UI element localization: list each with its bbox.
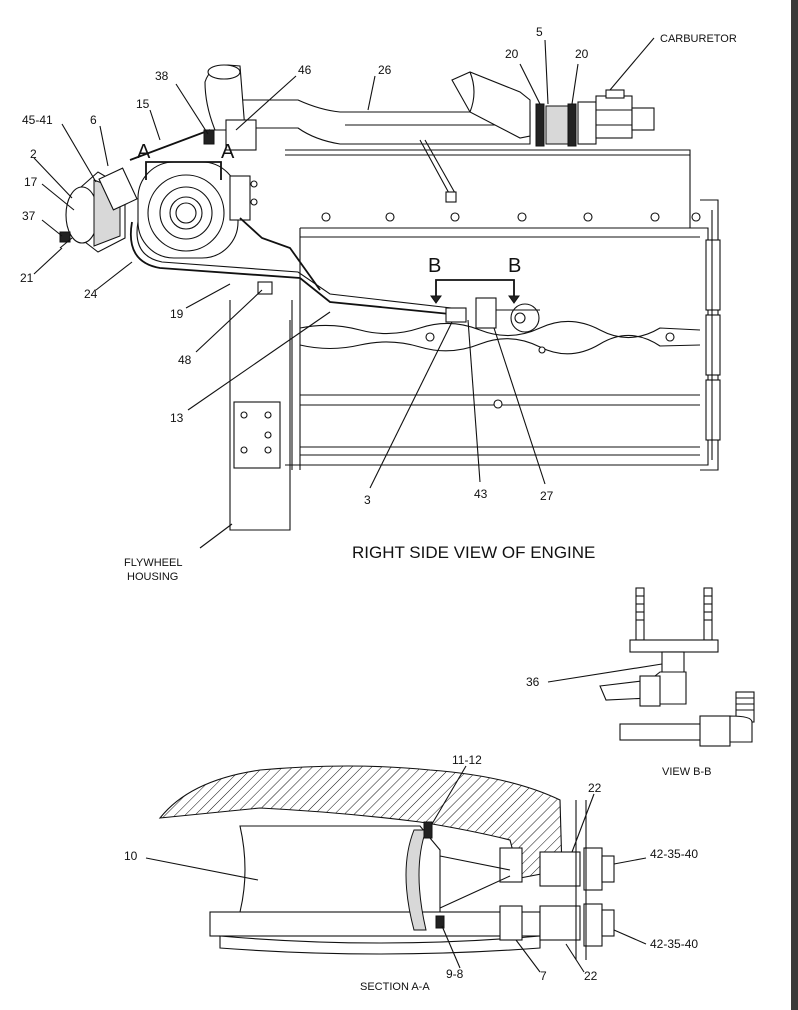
flywheel-housing-label-line1: FLYWHEEL	[124, 557, 182, 569]
callout-11-12: 11-12	[452, 753, 482, 767]
section-a-left-label: A	[137, 141, 151, 163]
flywheel-housing	[229, 281, 291, 531]
flywheel-housing-label-line2: HOUSING	[127, 571, 178, 583]
section-shaft-body	[209, 825, 541, 955]
callout-9-8: 9-8	[446, 967, 464, 981]
seal-plate	[405, 829, 427, 931]
actuator	[59, 167, 138, 253]
section-aa: 11-12 22 10 42-35-40 42-35-40 9-8 7 22 S…	[124, 753, 698, 993]
linkage-rod	[129, 129, 211, 161]
callout-13: 13	[170, 411, 184, 425]
callout-20-left: 20	[505, 47, 519, 61]
callout-43: 43	[474, 487, 488, 501]
callout-19: 19	[170, 307, 184, 321]
breather-line	[419, 139, 457, 203]
housing-section-hatch	[158, 765, 563, 879]
section-b-left-label: B	[428, 255, 441, 277]
callout-42-35-40-top: 42-35-40	[650, 847, 698, 861]
bolt-line-top	[439, 855, 511, 871]
callout-24: 24	[84, 287, 98, 301]
front-gear-cover	[700, 199, 721, 471]
callout-27: 27	[540, 489, 554, 503]
section-aa-marker: A A	[137, 141, 235, 180]
callout-48: 48	[178, 353, 192, 367]
callout-2: 2	[30, 147, 37, 161]
callout-10: 10	[124, 849, 138, 863]
governor-housing	[137, 161, 258, 259]
section-bb-marker: B B	[428, 255, 521, 304]
callout-17: 17	[24, 175, 38, 189]
section-a-right-label: A	[221, 141, 235, 163]
section-bolts	[499, 800, 615, 960]
leader-36	[547, 663, 663, 683]
callout-22-top: 22	[588, 781, 602, 795]
section-aa-title: SECTION A-A	[360, 981, 430, 993]
callout-26: 26	[378, 63, 392, 77]
view-bb-title: VIEW B-B	[662, 766, 712, 778]
bb-plate	[629, 639, 719, 653]
section-b-right-label: B	[508, 255, 521, 277]
page-edge-strip	[791, 0, 798, 1010]
linkage-clamp	[203, 129, 215, 145]
carburetor-assembly	[451, 71, 655, 147]
callout-15: 15	[136, 97, 150, 111]
callout-46: 46	[298, 63, 312, 77]
callout-37: 37	[22, 209, 36, 223]
callout-36: 36	[526, 675, 540, 689]
bb-studs	[635, 587, 713, 641]
view-bb: 36 VIEW B-B	[526, 587, 755, 778]
fuel-line	[130, 217, 461, 316]
bolt-line-bottom	[439, 875, 511, 909]
bb-nut	[661, 651, 685, 675]
upper-screw	[423, 821, 433, 839]
right-side-view: A A B B	[20, 0, 798, 1010]
callout-38: 38	[155, 69, 169, 83]
callout-22-bottom: 22	[584, 969, 598, 983]
carburetor-label: CARBURETOR	[660, 33, 737, 45]
callout-3: 3	[364, 493, 371, 507]
bb-elbow-bottom	[619, 691, 755, 747]
bb-elbow-top	[599, 671, 687, 707]
lower-screw	[435, 915, 445, 929]
callout-5: 5	[536, 25, 543, 39]
callout-7: 7	[540, 969, 547, 983]
leader-lines	[33, 37, 655, 549]
callout-42-35-40-bottom: 42-35-40	[650, 937, 698, 951]
turbo-elbow	[204, 64, 257, 151]
callout-6: 6	[90, 113, 97, 127]
callout-45-41: 45-41	[22, 113, 53, 127]
bb-fitting-assembly	[445, 297, 540, 333]
section-aa-leaders	[145, 765, 647, 973]
right-side-view-title: RIGHT SIDE VIEW OF ENGINE	[352, 543, 595, 562]
engine-block	[285, 149, 709, 470]
callout-21: 21	[20, 271, 34, 285]
callout-20-right: 20	[575, 47, 589, 61]
